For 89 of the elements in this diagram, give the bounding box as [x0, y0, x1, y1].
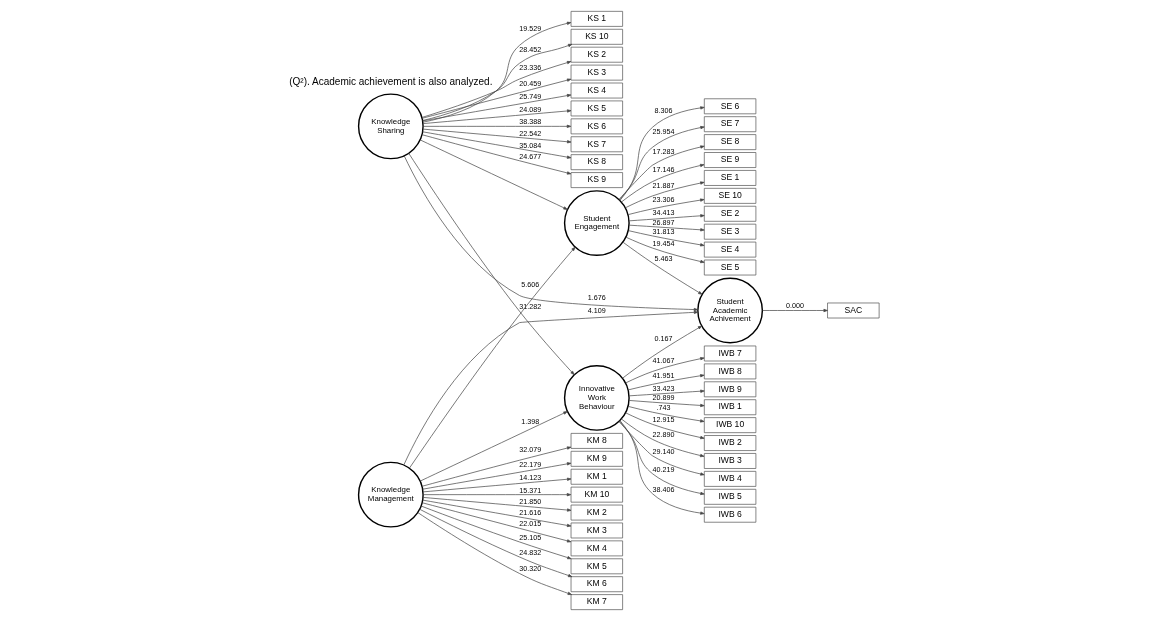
node-box: SE 10	[703, 188, 756, 204]
arrow	[627, 406, 704, 423]
arrow	[422, 21, 571, 123]
arrow	[422, 477, 571, 493]
arrow	[761, 308, 828, 313]
node-box: SE 2	[703, 205, 756, 222]
arrow	[628, 214, 705, 222]
node-box: IWB 8	[703, 363, 756, 380]
arrow	[627, 374, 704, 391]
node-box: KS 10	[570, 28, 623, 45]
node-box: KS 6	[570, 118, 623, 135]
node-box: IWB 2	[703, 435, 756, 451]
node-circle: Knowledge Sharing	[357, 93, 424, 160]
arrow	[618, 420, 705, 496]
node-box: SE 6	[703, 98, 756, 115]
arrow	[628, 400, 705, 408]
arrow	[420, 505, 571, 560]
arrow	[620, 418, 704, 458]
node-box: KS 8	[570, 154, 623, 171]
node-box: IWB 10	[703, 417, 756, 434]
arrow	[618, 421, 705, 476]
arrow	[618, 145, 705, 200]
arrow	[628, 224, 705, 232]
arrow	[418, 508, 572, 578]
arrow	[422, 497, 571, 512]
arrow	[619, 420, 705, 515]
arrow	[624, 357, 704, 384]
arrow	[421, 462, 571, 490]
arrow	[421, 131, 571, 159]
arrow	[416, 512, 572, 595]
node-box: KM 2	[570, 504, 623, 521]
node-box: KS 7	[570, 136, 623, 153]
node-box: IWB 6	[703, 506, 756, 523]
node-box: IWB 1	[703, 399, 756, 416]
arrow	[422, 493, 571, 497]
node-box: KS 1	[570, 11, 623, 27]
node-box: KM 8	[570, 433, 623, 449]
node-box: IWB 5	[703, 488, 756, 505]
arrow	[419, 411, 568, 482]
node-box: KS 3	[570, 64, 623, 81]
node-box: KM 3	[570, 522, 623, 539]
node-box: KM 7	[570, 594, 623, 610]
arrow	[628, 389, 705, 397]
arrow	[403, 310, 698, 466]
node-box: KM 1	[570, 468, 623, 485]
node-circle: Knowledge Management	[357, 461, 424, 528]
node-box: SAC	[826, 302, 879, 319]
node-box: KM 5	[570, 558, 623, 575]
node-box: SE 9	[703, 152, 756, 168]
node-box: IWB 3	[703, 453, 756, 469]
arrow	[422, 124, 571, 128]
node-box: KS 5	[570, 100, 623, 117]
arrow	[619, 106, 705, 201]
node-box: IWB 4	[703, 471, 756, 487]
node-box: KM 4	[570, 540, 623, 557]
arrow	[408, 246, 575, 469]
arrow	[421, 61, 571, 118]
node-box: KS 2	[570, 46, 623, 63]
node-box: IWB 9	[703, 381, 756, 398]
arrow	[620, 163, 704, 203]
arrow	[421, 446, 571, 487]
arrow	[624, 412, 704, 440]
node-box: IWB 7	[703, 345, 756, 362]
node-box: KM 6	[570, 576, 623, 593]
arrow	[407, 153, 575, 375]
arrow	[419, 139, 568, 210]
arrow	[618, 125, 705, 201]
node-box: KM 9	[570, 450, 623, 467]
node-box: SE 5	[703, 259, 756, 276]
node-box: SE 8	[703, 134, 756, 150]
arrow	[624, 181, 704, 209]
node-box: SE 3	[703, 223, 756, 240]
label: (Q²). Academic achievement is also analyzed.	[288, 76, 492, 88]
arrow	[627, 198, 704, 215]
arrow	[421, 78, 571, 119]
arrow	[421, 499, 571, 528]
arrow	[421, 502, 571, 543]
node-box: KS 4	[570, 82, 623, 99]
arrow	[421, 43, 572, 121]
node-box: SE 7	[703, 116, 756, 133]
node-box: KS 9	[570, 172, 623, 188]
arrow	[422, 109, 571, 124]
node-box: SE 1	[703, 170, 756, 186]
arrow	[403, 155, 698, 312]
arrow	[421, 134, 571, 175]
arrow	[422, 128, 571, 144]
arrow	[421, 93, 571, 122]
node-box: SE 4	[703, 241, 756, 258]
node-box: KM 10	[570, 486, 623, 503]
